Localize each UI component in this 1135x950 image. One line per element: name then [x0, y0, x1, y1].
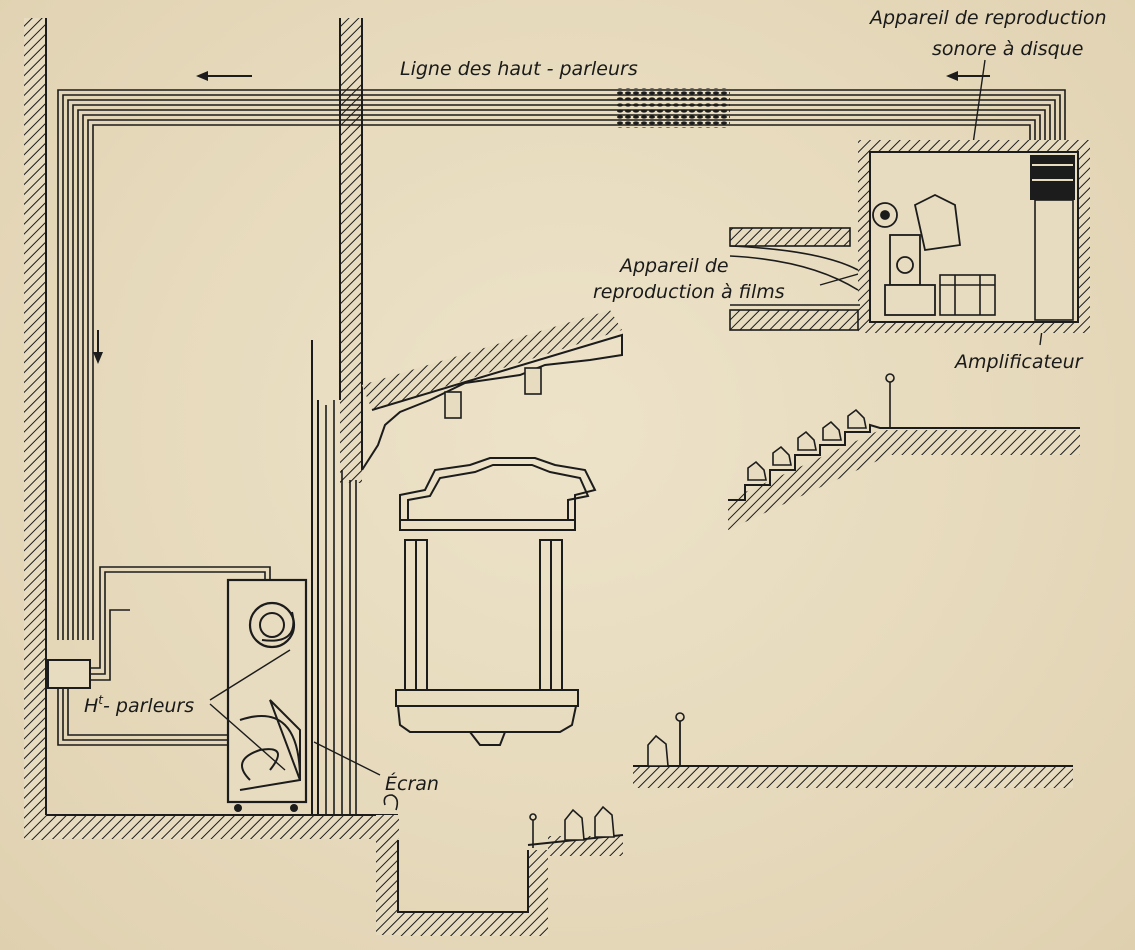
label-loudspeakers-sup: t — [98, 693, 104, 707]
junction-box — [47, 659, 91, 689]
flow-arrow-down — [93, 330, 103, 364]
label-loudspeakers: Ht- parleurs — [84, 693, 194, 717]
label-speaker-line: Ligne des haut - parleurs — [400, 58, 638, 80]
theatre-box — [395, 457, 597, 746]
screen — [311, 340, 357, 815]
central-wall — [340, 18, 362, 483]
label-loudspeakers-main: H — [84, 695, 98, 717]
label-film-apparatus-line1: Appareil de — [618, 255, 729, 277]
loudspeaker-cabinet — [226, 578, 308, 812]
label-screen: Écran — [385, 772, 439, 795]
label-loudspeakers-rest: - parleurs — [103, 695, 194, 717]
label-disc-apparatus-line2: sonore à disque — [932, 38, 1083, 60]
cable-splice — [615, 88, 730, 128]
orchestra-floor — [633, 712, 1073, 788]
stage-floor — [24, 815, 399, 839]
orchestra-pit — [376, 815, 624, 936]
balcony — [728, 423, 1080, 530]
left-wall — [24, 18, 46, 840]
label-amplifier: Amplificateur — [953, 351, 1084, 373]
flow-arrow-left — [196, 71, 252, 81]
front-row-seats — [383, 794, 615, 848]
speaker-cable-line — [57, 89, 1066, 640]
projection-beam — [729, 227, 860, 331]
hall-ceiling — [361, 310, 623, 471]
label-film-apparatus-line2: reproduction à films — [593, 281, 785, 303]
label-disc-apparatus-line1: Appareil de reproduction — [868, 7, 1107, 29]
disc-apparatus — [939, 274, 996, 316]
balcony-seats — [747, 373, 895, 481]
film-projector — [872, 193, 962, 316]
